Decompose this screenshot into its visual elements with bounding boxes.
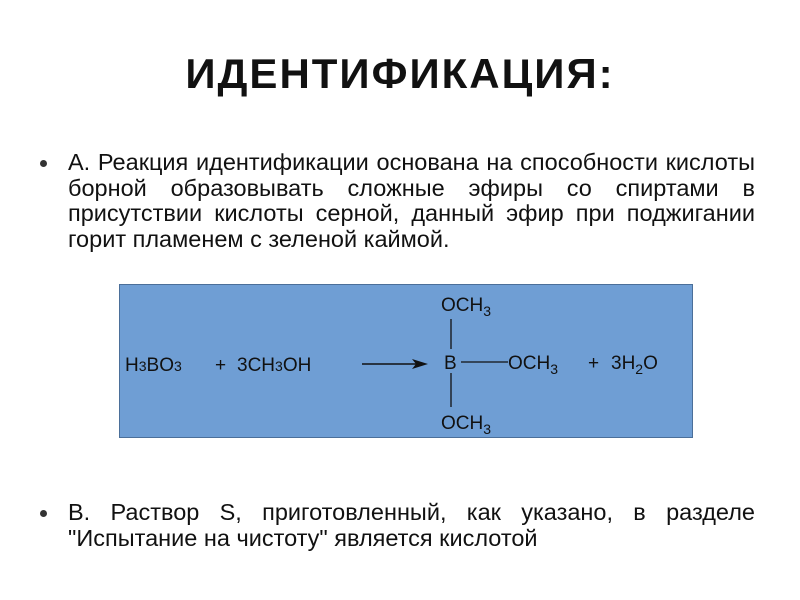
right-methoxy-group: OCH3 bbox=[508, 353, 558, 377]
plus-sign-1: + bbox=[215, 355, 226, 376]
product-water: 3H2O bbox=[611, 353, 658, 377]
boron-atom: B bbox=[444, 353, 457, 374]
bullet-a: А. Реакция идентификации основана на спо… bbox=[40, 149, 755, 252]
slide-title: ИДЕНТИФИКАЦИЯ: bbox=[185, 50, 615, 97]
bullet-dot-icon bbox=[40, 510, 47, 517]
bottom-methoxy-group: OCH3 bbox=[441, 413, 491, 437]
reaction-scheme: H3BO3 + 3CH3OH OCH3 B OCH3 + 3H2O OCH3 bbox=[119, 284, 693, 438]
reaction-arrow-icon bbox=[362, 359, 428, 369]
top-methoxy-group: OCH3 bbox=[441, 295, 491, 319]
reactant-methanol: 3CH3OH bbox=[237, 355, 311, 376]
bullet-b: В. Раствор S, приготовленный, как указан… bbox=[40, 499, 755, 551]
bullet-dot-icon bbox=[40, 160, 47, 167]
plus-sign-2: + bbox=[588, 353, 599, 374]
reactant-boric-acid: H3BO3 bbox=[125, 355, 182, 376]
reaction-diagram: H3BO3 + 3CH3OH OCH3 B OCH3 + 3H2O OCH3 bbox=[125, 295, 658, 437]
bullet-a-text: А. Реакция идентификации основана на спо… bbox=[68, 149, 755, 252]
bullet-b-text: В. Раствор S, приготовленный, как указан… bbox=[68, 499, 755, 551]
